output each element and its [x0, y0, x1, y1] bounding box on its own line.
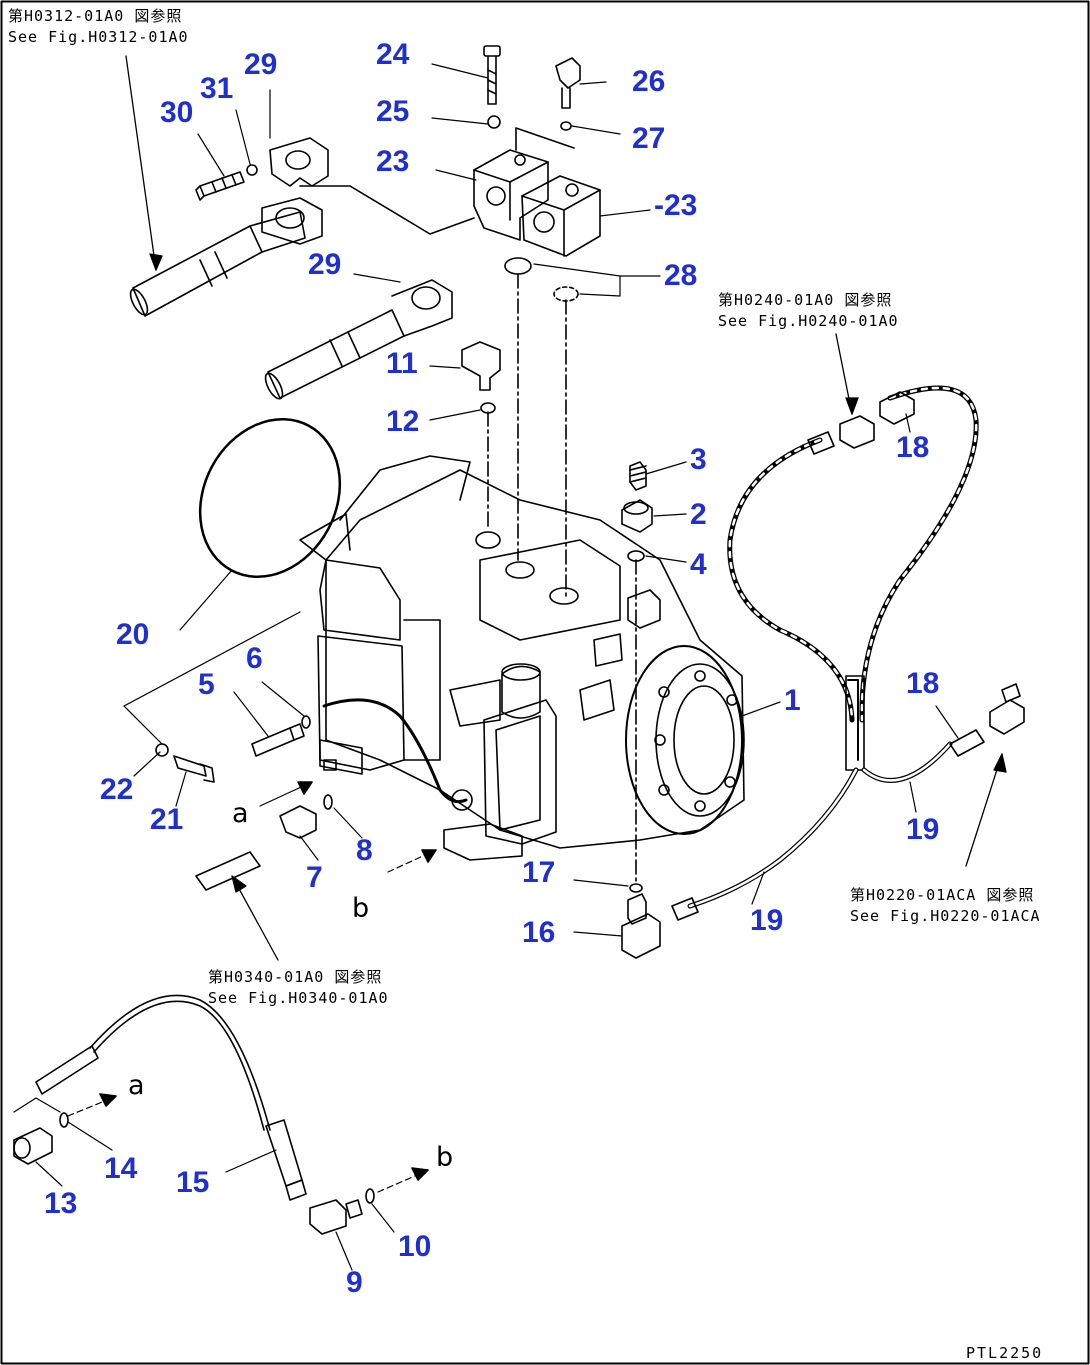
- valve-16: [621, 893, 661, 959]
- callout-1: 1: [784, 684, 801, 717]
- callout-2: 2: [690, 498, 707, 531]
- fitting-2: [621, 499, 653, 533]
- reference-h0220-jp: 第H0220-01ACA 図参照: [850, 886, 1035, 904]
- bolt-24: [483, 45, 501, 105]
- callout-6: 6: [246, 642, 263, 675]
- fitting-3: [629, 461, 647, 491]
- hose-stub-h0340: [195, 851, 261, 891]
- bolt-21: [173, 755, 215, 783]
- reference-h0340-jp: 第H0340-01A0 図参照: [208, 968, 383, 986]
- callout-7: 7: [306, 861, 323, 894]
- reference-h0240: 第H0240-01A0 図参照 See Fig.H0240-01A0: [718, 290, 899, 332]
- hose-18-upper: [727, 385, 979, 723]
- o-ring-14: [59, 1112, 69, 1128]
- callout-9: 9: [346, 1266, 363, 1299]
- o-ring-10: [365, 1188, 375, 1204]
- o-ring-4: [627, 550, 645, 562]
- bolt-30-washer-31: [195, 164, 258, 201]
- reference-h0340: 第H0340-01A0 図参照 See Fig.H0340-01A0: [208, 967, 389, 1009]
- fitting-7: [279, 805, 317, 839]
- callout-17: 17: [522, 856, 556, 889]
- washer-25: [487, 115, 501, 129]
- connector-9: [309, 1199, 363, 1235]
- upper-hose-1: [129, 211, 306, 317]
- connector-13: [13, 1127, 53, 1165]
- callout-23-right: -23: [654, 189, 698, 222]
- callout-22: 22: [100, 773, 134, 806]
- arrow-label-a-detail: a: [128, 1070, 145, 1101]
- reference-h0220: 第H0220-01ACA 図参照 See Fig.H0220-01ACA: [850, 885, 1041, 927]
- callout-23-left: 23: [376, 145, 410, 178]
- callout-29-top: 29: [244, 48, 278, 81]
- callout-13: 13: [44, 1187, 78, 1220]
- callout-24: 24: [376, 38, 410, 71]
- leader-lines: [35, 63, 959, 1271]
- o-ring-28-a: [504, 257, 532, 275]
- hose-19: [687, 675, 953, 909]
- fitting-11: [461, 341, 501, 391]
- reference-h0240-jp: 第H0240-01A0 図参照: [718, 291, 893, 309]
- callout-8: 8: [356, 834, 373, 867]
- callout-19-right: 19: [906, 813, 940, 846]
- callout-27: 27: [632, 122, 666, 155]
- o-ring-17: [629, 883, 643, 893]
- callout-5: 5: [198, 668, 215, 701]
- reference-h0312-en: See Fig.H0312-01A0: [8, 28, 189, 46]
- callout-19-lower: 19: [750, 904, 784, 937]
- callout-3: 3: [690, 443, 707, 476]
- o-ring-27: [560, 121, 572, 131]
- reference-h0340-en: See Fig.H0340-01A0: [208, 989, 389, 1007]
- callout-20: 20: [116, 618, 150, 651]
- hose-end-fittings: [671, 683, 1025, 921]
- detail-harness-15: [35, 994, 307, 1201]
- callout-28: 28: [664, 259, 698, 292]
- callout-29-bottom: 29: [308, 248, 342, 281]
- pump-body: [299, 455, 745, 861]
- callout-11: 11: [386, 347, 418, 380]
- callout-15: 15: [176, 1166, 210, 1199]
- o-ring-8: [323, 794, 333, 810]
- callout-16: 16: [522, 916, 556, 949]
- callout-14: 14: [104, 1152, 138, 1185]
- flange-upper-left: [261, 137, 329, 245]
- reference-h0220-en: See Fig.H0220-01ACA: [850, 907, 1041, 925]
- tee-fitting-h0240: [807, 391, 915, 455]
- o-ring-20: [198, 417, 342, 579]
- reference-h0312: 第H0312-01A0 図参照 See Fig.H0312-01A0: [8, 6, 189, 48]
- callout-25: 25: [376, 95, 410, 128]
- fitting-26: [555, 57, 581, 109]
- upper-hose-2: [264, 279, 453, 400]
- reference-h0312-jp: 第H0312-01A0 図参照: [8, 7, 183, 25]
- reference-h0240-en: See Fig.H0240-01A0: [718, 312, 899, 330]
- callout-30: 30: [160, 96, 194, 129]
- arrow-label-a-main: a: [232, 798, 249, 829]
- arrow-label-b-main: b: [352, 893, 370, 924]
- callout-31: 31: [200, 72, 234, 105]
- o-ring-6: [301, 715, 311, 729]
- callout-18-lower: 18: [906, 667, 940, 700]
- block-23-right: [521, 175, 601, 257]
- valve-5: [251, 723, 305, 757]
- callout-4: 4: [690, 548, 707, 581]
- o-ring-28-b: [553, 286, 579, 302]
- callout-12: 12: [386, 405, 420, 438]
- reference-arrows: [125, 55, 1007, 961]
- callout-26: 26: [632, 65, 666, 98]
- callout-21: 21: [150, 803, 184, 836]
- callout-10: 10: [398, 1230, 432, 1263]
- block-23-left: [473, 149, 549, 241]
- drawing-code: PTL2250: [966, 1344, 1044, 1362]
- callout-18-upper: 18: [896, 431, 930, 464]
- arrow-label-b-detail: b: [436, 1142, 454, 1173]
